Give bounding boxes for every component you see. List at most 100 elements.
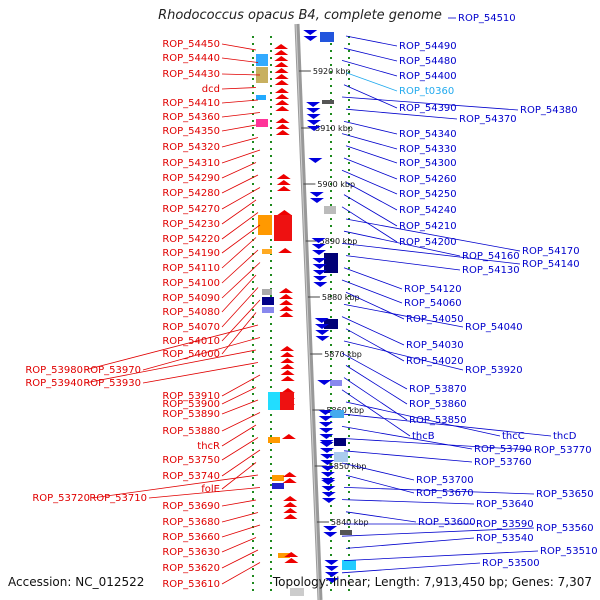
leader-line-left bbox=[221, 224, 261, 254]
gene-arrow-left bbox=[275, 124, 290, 129]
gene-label-right: ROP_53650 bbox=[536, 489, 594, 500]
strand-guide-dot bbox=[270, 575, 272, 577]
strand-guide-dot bbox=[330, 43, 332, 45]
gene-arrow-right bbox=[325, 578, 340, 583]
strand-guide-dot bbox=[252, 281, 254, 283]
gene-arrow-right bbox=[317, 380, 332, 385]
gene-label-left: ROP_54000 bbox=[162, 349, 220, 360]
strand-guide-dot bbox=[270, 50, 272, 52]
gene-label-right: thcB bbox=[412, 431, 435, 442]
leader-line-right bbox=[343, 267, 403, 290]
gene-label-right: ROP_54040 bbox=[465, 322, 523, 333]
leader-line-right bbox=[341, 60, 398, 77]
strand-guide-dot bbox=[348, 519, 350, 521]
strand-guide-dot bbox=[270, 316, 272, 318]
strand-guide-dot bbox=[348, 575, 350, 577]
gene-arrow-left bbox=[278, 248, 293, 253]
strand-guide-dot bbox=[270, 169, 272, 171]
leader-line-right bbox=[341, 426, 473, 450]
gene-arrow-left bbox=[279, 300, 294, 305]
strand-guide-dot bbox=[252, 547, 254, 549]
gene-arrow-right bbox=[311, 238, 326, 243]
gene-block-left bbox=[262, 249, 272, 254]
strand-guide-dot bbox=[330, 71, 332, 73]
strand-guide-dot bbox=[348, 99, 350, 101]
gene-arrow-right bbox=[307, 126, 322, 131]
gene-label-left: ROP_54090 bbox=[162, 293, 220, 304]
gene-arrow-right bbox=[319, 442, 334, 447]
gene-block-left bbox=[272, 483, 284, 489]
leader-line-right bbox=[341, 243, 521, 265]
strand-guide-dot bbox=[348, 428, 350, 430]
gene-label-left: ROP_54410 bbox=[162, 98, 220, 109]
gene-label-left: ROP_54190 bbox=[162, 248, 220, 259]
gene-arrow-right bbox=[306, 120, 321, 125]
gene-block-right bbox=[322, 100, 334, 104]
strand-guide-dot bbox=[270, 547, 272, 549]
strand-guide-dot bbox=[348, 246, 350, 248]
leader-line-right bbox=[345, 365, 408, 405]
gene-arrow-left bbox=[275, 94, 290, 99]
gene-label-right: ROP_54060 bbox=[404, 298, 462, 309]
strand-guide-dot bbox=[252, 568, 254, 570]
gene-arrow-left bbox=[280, 358, 295, 363]
strand-guide-dot bbox=[270, 155, 272, 157]
strand-guide-dot bbox=[348, 113, 350, 115]
leader-line-left bbox=[221, 87, 257, 90]
strand-guide-dot bbox=[348, 288, 350, 290]
strand-guide-dot bbox=[252, 43, 254, 45]
strand-guide-dot bbox=[270, 421, 272, 423]
scale-label: 5910 kbp bbox=[315, 124, 353, 133]
leader-line-right bbox=[341, 499, 475, 505]
gene-block-left bbox=[268, 392, 282, 410]
strand-guide-dot bbox=[252, 414, 254, 416]
gene-label-left: ROP_53890 bbox=[162, 409, 220, 420]
gene-arrow-left bbox=[280, 352, 295, 357]
leader-line-right bbox=[345, 401, 501, 437]
strand-guide-dot bbox=[348, 554, 350, 556]
strand-guide-dot bbox=[348, 127, 350, 129]
strand-guide-dot bbox=[270, 512, 272, 514]
strand-guide-dot bbox=[330, 372, 332, 374]
strand-guide-dot bbox=[252, 302, 254, 304]
strand-guide-dot bbox=[348, 134, 350, 136]
leader-line-right bbox=[345, 537, 475, 549]
gene-arrow-right bbox=[321, 492, 336, 497]
gene-label-left: ROP_54080 bbox=[162, 307, 220, 318]
strand-guide-dot bbox=[252, 260, 254, 262]
leader-line-left bbox=[221, 162, 257, 179]
gene-label-left: ROP_53690 bbox=[162, 501, 220, 512]
gene-arrow-left bbox=[284, 552, 299, 557]
gene-label-right: ROP_54120 bbox=[404, 284, 462, 295]
gene-label-left: ROP_53910 bbox=[162, 391, 220, 402]
strand-guide-dot bbox=[252, 589, 254, 591]
gene-arrow-left bbox=[274, 62, 289, 67]
strand-guide-dot bbox=[270, 267, 272, 269]
gene-block-left bbox=[278, 553, 290, 558]
strand-guide-dot bbox=[270, 99, 272, 101]
gene-block-left bbox=[262, 297, 274, 305]
strand-guide-dot bbox=[270, 568, 272, 570]
strand-guide-dot bbox=[270, 190, 272, 192]
strand-guide-dot bbox=[270, 463, 272, 465]
strand-guide-dot bbox=[348, 372, 350, 374]
gene-arrow-right bbox=[315, 336, 330, 341]
strand-guide-dot bbox=[270, 176, 272, 178]
gene-label-right: ROP_54390 bbox=[399, 103, 457, 114]
strand-guide-dot bbox=[270, 456, 272, 458]
strand-guide-dot bbox=[270, 281, 272, 283]
strand-guide-dot bbox=[348, 316, 350, 318]
strand-guide-dot bbox=[330, 246, 332, 248]
gene-arrow-right bbox=[312, 258, 327, 263]
strand-guide-dot bbox=[348, 78, 350, 80]
gene-label-left: ROP_53930 bbox=[83, 378, 141, 389]
strand-guide-dot bbox=[330, 148, 332, 150]
strand-guide-dot bbox=[252, 218, 254, 220]
gene-label-right: ROP_54260 bbox=[399, 174, 457, 185]
strand-guide-dot bbox=[252, 442, 254, 444]
strand-guide-dot bbox=[252, 274, 254, 276]
leader-line-right bbox=[345, 255, 461, 271]
gene-arrow-left bbox=[275, 118, 290, 123]
gene-arrow-left bbox=[275, 100, 290, 105]
strand-guide-dot bbox=[348, 225, 350, 227]
